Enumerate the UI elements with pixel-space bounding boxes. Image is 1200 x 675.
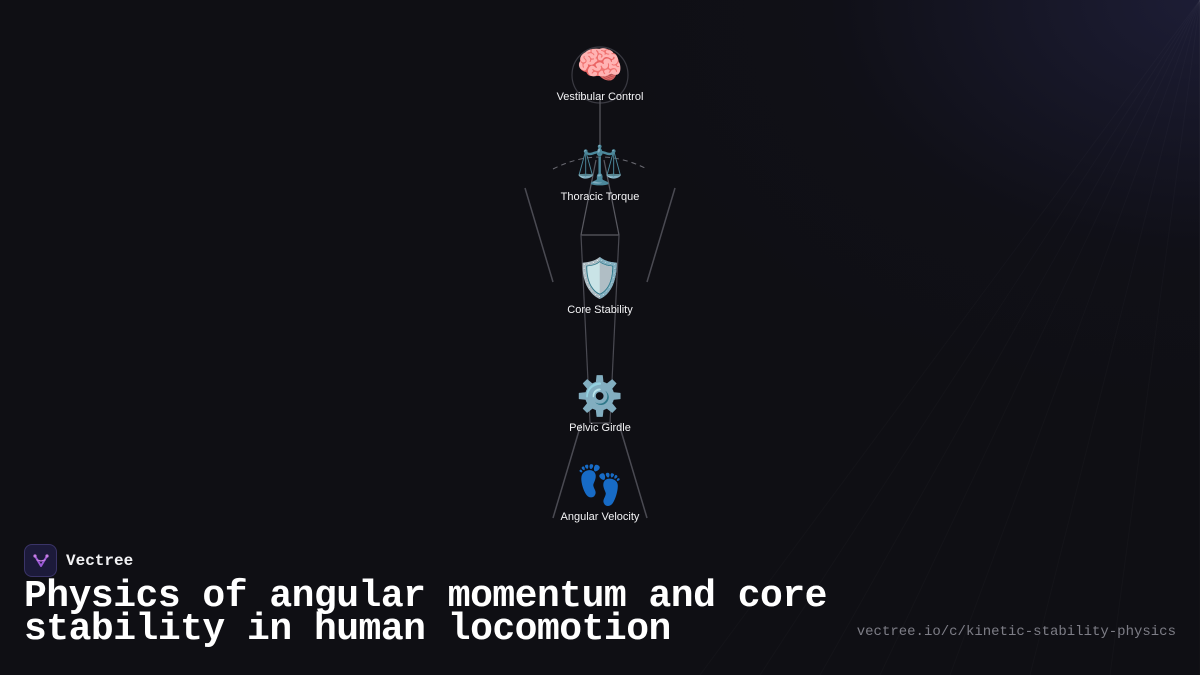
brand[interactable]: Vectree	[24, 544, 133, 577]
shoulder-arc	[552, 156, 648, 170]
gear-icon: ⚙️	[576, 376, 624, 418]
torso-right-line	[603, 159, 620, 236]
node-thoracic-torque[interactable]: ⚖️ Thoracic Torque	[520, 144, 680, 204]
left-leg-line	[552, 423, 582, 519]
node-label: Pelvic Girdle	[569, 422, 631, 434]
vectree-logo-icon	[24, 544, 57, 577]
node-pelvic-girdle[interactable]: ⚙️ Pelvic Girdle	[520, 375, 680, 435]
right-arm-line	[646, 187, 676, 283]
footprints-icon: 👣	[576, 465, 624, 507]
node-angular-velocity[interactable]: 👣 Angular Velocity	[520, 464, 680, 524]
node-core-stability[interactable]: 🛡️ Core Stability	[520, 257, 680, 317]
source-url[interactable]: vectree.io/c/kinetic-stability-physics	[856, 624, 1176, 640]
page-title: Physics of angular momentum and core sta…	[24, 575, 827, 651]
brand-name: Vectree	[66, 551, 134, 570]
node-label: Vestibular Control	[556, 91, 644, 103]
torso-left-line	[580, 159, 597, 236]
node-vestibular-control[interactable]: 🧠 Vestibular Control	[520, 44, 680, 104]
abdomen-right-line	[609, 234, 620, 424]
node-label: Angular Velocity	[560, 511, 640, 523]
left-arm-line	[524, 187, 554, 283]
shield-icon: 🛡️	[576, 258, 624, 300]
abdomen-left-line	[580, 234, 591, 424]
node-label: Core Stability	[567, 304, 633, 316]
node-label: Thoracic Torque	[560, 191, 640, 203]
scales-icon: ⚖️	[576, 145, 624, 187]
right-leg-line	[618, 423, 648, 519]
brain-icon: 🧠	[576, 45, 624, 87]
